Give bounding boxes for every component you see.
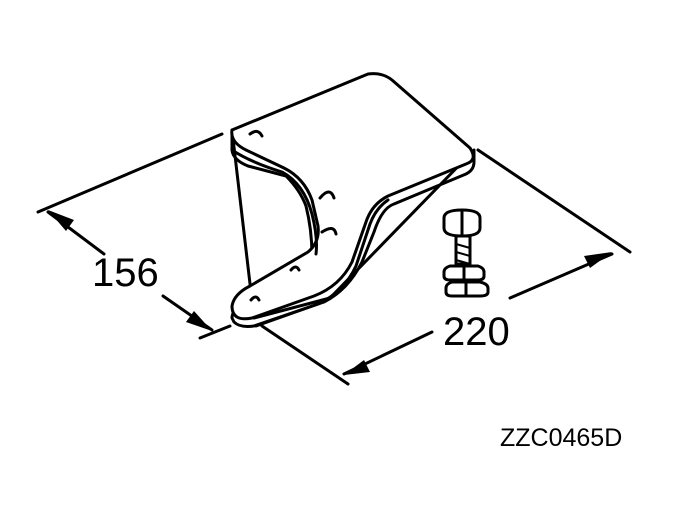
bracket-top-face — [230, 72, 475, 321]
width-extension-line-bottom — [198, 324, 232, 340]
bracket-arm-edge — [230, 148, 318, 256]
length-arrowhead-left — [344, 360, 370, 375]
figure-reference-code: ZZC0465D — [500, 424, 622, 452]
bolt-threads — [455, 243, 471, 265]
bracket-hole-2 — [249, 295, 261, 302]
bracket-curl-mid — [318, 190, 336, 200]
bracket-hole-1 — [289, 265, 301, 272]
bracket-plate — [230, 72, 476, 328]
length-dimension-label: 220 — [443, 310, 510, 354]
width-arrowhead-top — [48, 210, 74, 231]
bracket-curl-top — [248, 129, 264, 138]
bracket-arm-edge-right — [254, 198, 390, 328]
width-extension-line-top — [36, 132, 224, 214]
length-extension-line-left — [260, 324, 350, 386]
length-extension-line-right — [476, 148, 632, 254]
length-dimension — [260, 148, 632, 386]
bolt-shank — [454, 234, 472, 266]
bracket-side-face — [230, 128, 476, 328]
bracket-curl-lower — [320, 227, 338, 236]
length-arrowhead-right — [584, 252, 612, 268]
bolt-assembly — [442, 208, 490, 298]
width-dimension — [36, 132, 232, 340]
width-arrowhead-bottom — [186, 311, 212, 331]
width-dimension-label: 156 — [92, 251, 159, 295]
